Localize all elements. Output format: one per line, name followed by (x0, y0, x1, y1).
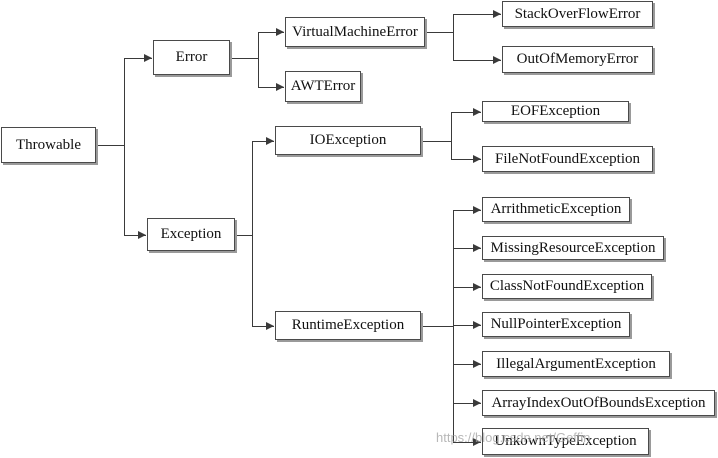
node-unkown-type-exception: UnkownTypeException (482, 428, 649, 455)
node-illegal-argument-exception: IllegalArgumentException (482, 351, 670, 377)
connector-line (258, 31, 284, 33)
connector-line (453, 286, 481, 288)
arrowhead (473, 360, 481, 368)
arrowhead (473, 283, 481, 291)
arrowhead (473, 108, 481, 116)
node-out-of-memory-error: OutOfMemoryError (502, 46, 653, 73)
connector-line (453, 247, 481, 249)
arrowhead (276, 83, 284, 91)
node-file-not-found-exception: FileNotFoundException (482, 146, 653, 172)
node-throwable: Throwable (1, 127, 96, 163)
connector-line (258, 86, 284, 88)
node-missing-resource-exception: MissingResourceException (482, 236, 664, 260)
arrowhead (493, 10, 501, 18)
arrowhead (473, 399, 481, 407)
connector-line (453, 402, 481, 404)
arrowhead (473, 206, 481, 214)
node-runtime-exception: RuntimeException (275, 311, 421, 340)
connector-line (453, 59, 501, 61)
connector-line (452, 210, 454, 442)
arrowhead (493, 56, 501, 64)
arrowhead (276, 28, 284, 36)
node-arrithmetic-exception: ArrithmeticException (482, 197, 630, 222)
arrowhead (138, 231, 146, 239)
arrowhead (266, 137, 274, 145)
arrowhead (266, 322, 274, 330)
connector-line (124, 57, 152, 59)
watermark-text: https://blog.csdn.net/Geffin (436, 430, 591, 445)
connector-line (123, 58, 125, 235)
node-exception: Exception (147, 218, 235, 251)
connector-line (257, 32, 259, 87)
arrowhead (473, 438, 481, 446)
connector-line (252, 140, 274, 142)
connector-line (451, 158, 481, 160)
node-eof-exception: EOFException (482, 101, 629, 122)
node-virtual-machine-error: VirtualMachineError (285, 17, 425, 47)
connector-line (452, 14, 454, 60)
connector-line (453, 324, 481, 326)
node-stack-over-flow-error: StackOverFlowError (502, 1, 653, 27)
arrowhead (473, 244, 481, 252)
connector-line (124, 234, 146, 236)
connector-line (251, 141, 253, 326)
connector-line (453, 13, 501, 15)
connector-line (421, 325, 453, 327)
connector-line (235, 234, 252, 236)
node-null-pointer-exception: NullPointerException (482, 312, 630, 337)
connector-line (252, 325, 274, 327)
connector-line (230, 57, 258, 59)
node-awt-error: AWTError (285, 71, 361, 102)
connector-line (453, 363, 481, 365)
connector-line (421, 140, 451, 142)
arrowhead (144, 54, 152, 62)
connector-line (450, 112, 452, 159)
connector-line (425, 31, 453, 33)
node-array-index-out-of-bounds-exception: ArrayIndexOutOfBoundsException (482, 390, 715, 416)
node-class-not-found-exception: ClassNotFoundException (482, 274, 652, 299)
arrowhead (473, 321, 481, 329)
arrowhead (473, 155, 481, 163)
connector-line (96, 144, 124, 146)
node-error: Error (153, 40, 230, 75)
connector-line (453, 209, 481, 211)
connector-line (453, 441, 481, 443)
node-io-exception: IOException (275, 126, 421, 155)
connector-line (451, 111, 481, 113)
